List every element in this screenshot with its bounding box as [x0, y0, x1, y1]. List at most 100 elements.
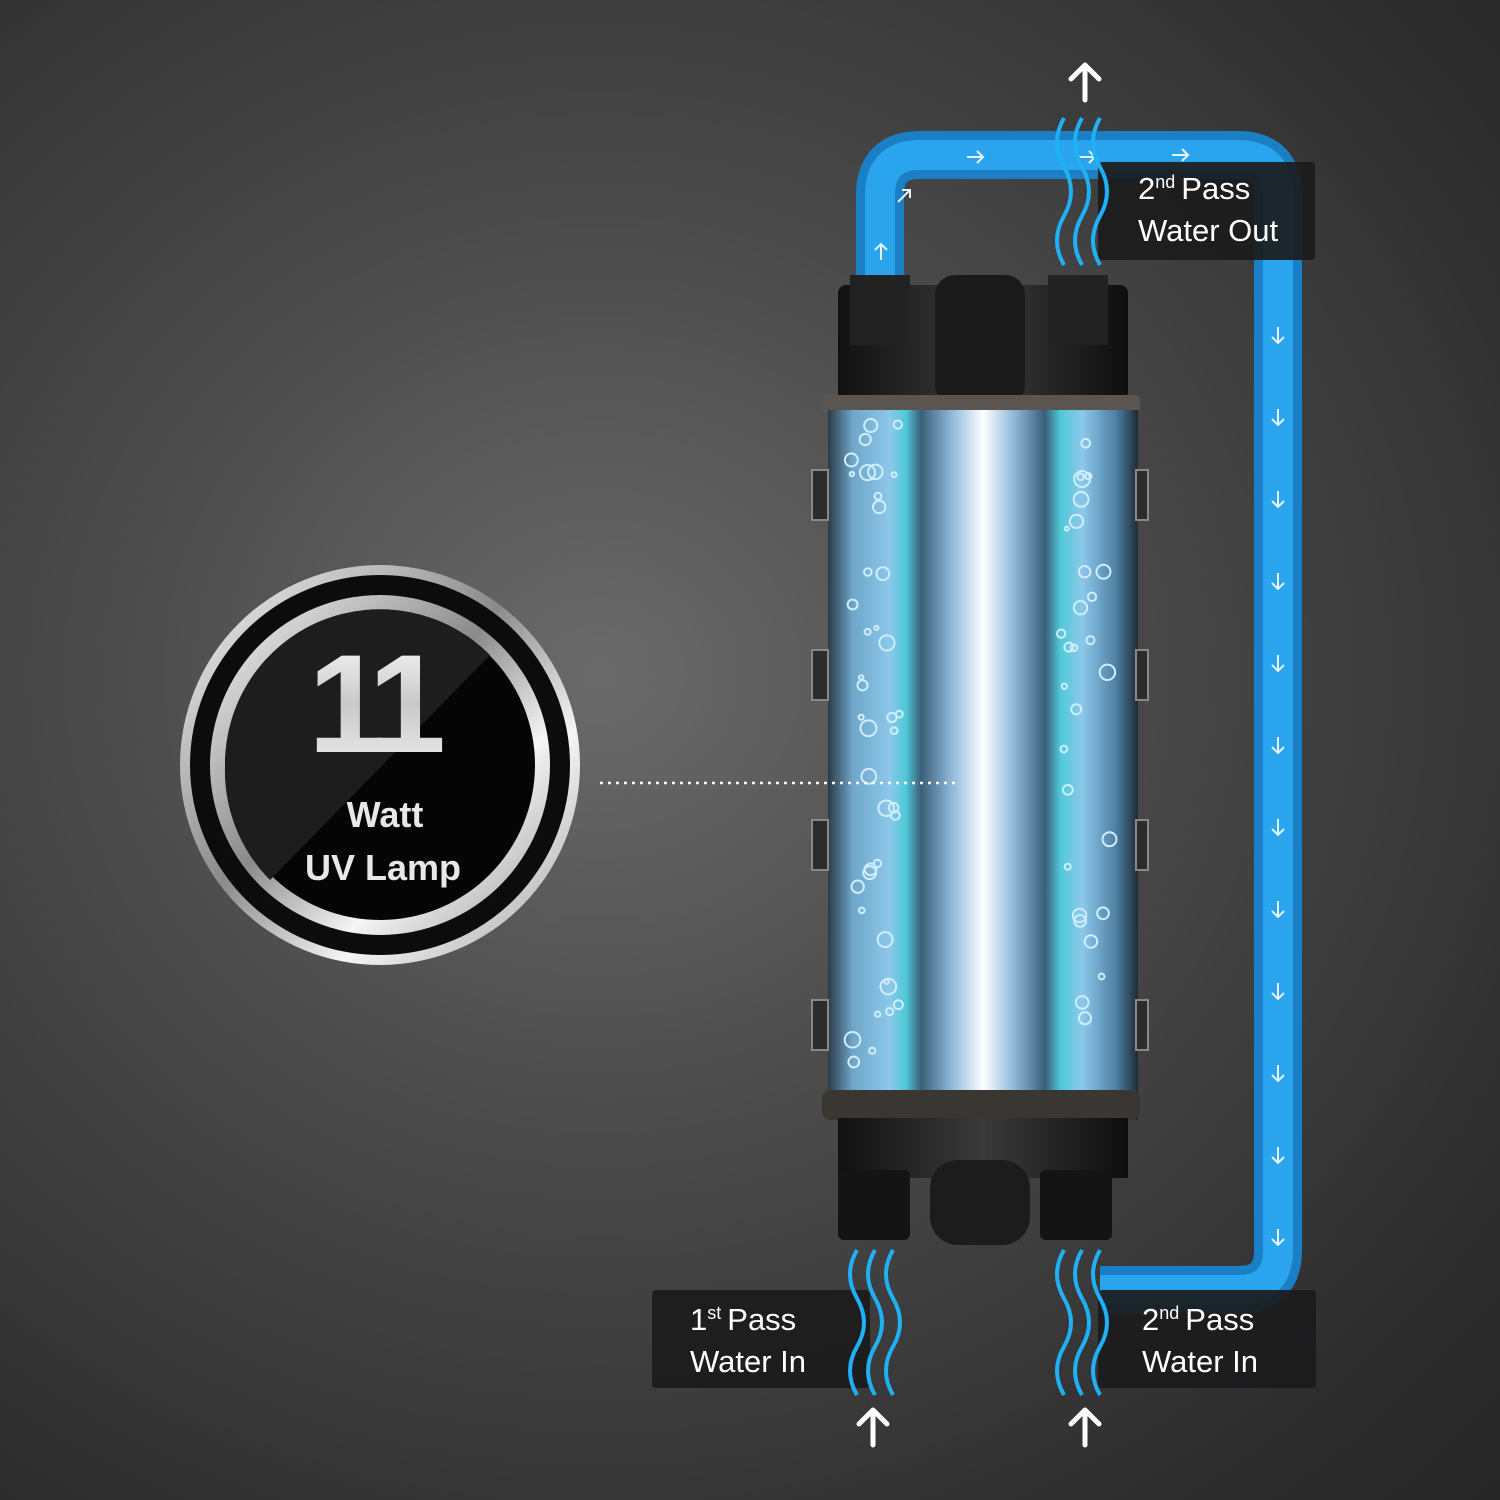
- water-bubble: [879, 977, 898, 996]
- water-bubble: [863, 418, 879, 434]
- water-bubble: [1069, 643, 1079, 653]
- uv-lamp-badge: 11 Watt UV Lamp: [180, 565, 580, 965]
- water-bubble: [858, 432, 872, 447]
- water-bubble: [1098, 663, 1117, 681]
- flow-arrow-diagonal-icon: [897, 189, 911, 203]
- water-bubble: [863, 627, 872, 636]
- uv-sterilizer-unit: [811, 275, 1149, 1245]
- water-bubble: [846, 598, 859, 611]
- water-flow-waves: [848, 117, 1109, 1397]
- flow-arrow-down-icon: [1271, 983, 1285, 1001]
- water-bubble: [1063, 641, 1075, 653]
- water-bubble: [848, 470, 855, 478]
- water-bubble: [1072, 490, 1090, 508]
- water-bubble: [1101, 831, 1118, 848]
- flow-arrow-down-icon: [1271, 491, 1285, 509]
- wave-line: [1073, 117, 1091, 266]
- water-bubble: [1070, 703, 1083, 716]
- water-bubble: [889, 726, 899, 736]
- water-bubble: [863, 567, 873, 577]
- water-bubble: [876, 931, 894, 949]
- flow-arrow-down-icon: [1271, 409, 1285, 427]
- water-bubble: [1077, 1011, 1093, 1026]
- wave-line: [1091, 1248, 1109, 1397]
- wave-line: [866, 1248, 884, 1397]
- badge-wattage-number: 11: [308, 625, 442, 782]
- flow-arrow-down-icon: [1271, 655, 1285, 673]
- flow-arrow-down-icon: [1271, 1065, 1285, 1083]
- water-bubble: [1059, 744, 1069, 754]
- water-bubble: [1097, 972, 1106, 981]
- water-bubble: [886, 711, 898, 724]
- wave-line: [848, 1248, 866, 1397]
- flow-arrow-down-icon: [1271, 737, 1285, 755]
- arrow-up-out-icon: [1068, 62, 1102, 103]
- water-bubble: [1083, 934, 1099, 949]
- water-bubble: [883, 978, 890, 985]
- badge-unit: Watt: [347, 794, 424, 835]
- water-bubble: [1063, 862, 1072, 871]
- water-bubble: [890, 471, 898, 479]
- wave-line: [1055, 1248, 1073, 1397]
- flow-arrow-up-icon: [874, 242, 888, 260]
- water-bubble: [858, 906, 866, 915]
- badge-caption: UV Lamp: [305, 847, 461, 888]
- water-bubble: [1080, 437, 1092, 449]
- water-bubble: [875, 566, 891, 582]
- water-bubble: [867, 463, 884, 481]
- water-bubble: [859, 719, 878, 738]
- flow-arrows: [874, 148, 1285, 1247]
- water-bubble: [850, 879, 865, 894]
- wave-line: [1091, 117, 1109, 266]
- water-bubble: [1096, 906, 1110, 921]
- svg-text:Water In: Water In: [1142, 1344, 1258, 1379]
- flow-arrow-down-icon: [1271, 1147, 1285, 1165]
- flow-arrow-down-icon: [1271, 819, 1285, 837]
- water-bubble: [892, 999, 904, 1011]
- water-bubble: [1074, 995, 1090, 1010]
- flow-arrow-down-icon: [1271, 573, 1285, 591]
- water-bubble: [1077, 564, 1092, 579]
- svg-text:Water Out: Water Out: [1138, 213, 1278, 248]
- water-bubble: [1076, 472, 1085, 482]
- water-bubble: [872, 499, 887, 515]
- water-bubble: [1060, 682, 1068, 690]
- water-bubble: [862, 865, 878, 881]
- wave-line: [1055, 117, 1073, 266]
- flow-arrow-right-icon: [1172, 148, 1190, 162]
- water-bubble: [858, 464, 877, 482]
- arrow-up-in-2-icon: [1068, 1407, 1102, 1448]
- water-bubble: [873, 624, 880, 631]
- water-bubble: [885, 1006, 895, 1017]
- water-bubble: [843, 1031, 862, 1049]
- water-bubble: [873, 491, 883, 501]
- water-bubble: [874, 1010, 882, 1018]
- water-bubble: [843, 452, 859, 468]
- water-bubble: [1084, 472, 1093, 481]
- water-bubble: [892, 419, 903, 430]
- water-bubble: [1071, 907, 1088, 924]
- water-bubbles: [843, 418, 1118, 1069]
- water-bubble: [878, 634, 896, 652]
- water-bubble: [857, 674, 865, 681]
- water-bubble: [868, 1046, 877, 1055]
- water-bubble: [1086, 591, 1098, 602]
- water-bubble: [1063, 525, 1070, 532]
- arrow-up-in-1-icon: [856, 1407, 890, 1448]
- wave-line: [1073, 1248, 1091, 1397]
- flow-arrow-down-icon: [1271, 327, 1285, 345]
- water-bubble: [1061, 783, 1074, 796]
- wave-line: [884, 1248, 902, 1397]
- water-bubble: [1056, 628, 1067, 639]
- uv-chamber: [828, 410, 1138, 1120]
- water-bubble: [877, 799, 895, 818]
- flow-arrow-right-icon: [967, 150, 985, 164]
